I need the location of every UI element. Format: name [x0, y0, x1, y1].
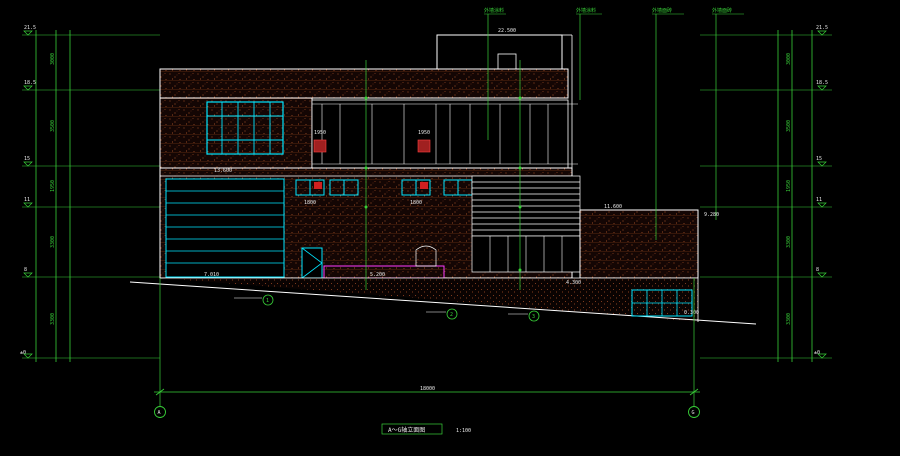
- top-floor-wall: [159, 68, 569, 99]
- drawing-scale: 1:100: [456, 428, 471, 434]
- level-label: 18.5: [24, 80, 36, 86]
- level-label: 8: [816, 267, 819, 273]
- vent-grille: [314, 182, 322, 189]
- window-grid: [206, 101, 284, 155]
- section-marker-label: 1: [266, 298, 269, 304]
- level-label: 21.5: [816, 25, 828, 31]
- right-level-markers: 21.5 18.5 15 11 8 ±0 3000 3500 1950 3300…: [700, 25, 832, 362]
- dim-label: 1950: [50, 180, 56, 192]
- window-dim-label: 1800: [410, 200, 422, 206]
- callout-label: 外墙面砖: [712, 7, 732, 14]
- dim-label: 3500: [50, 120, 56, 132]
- dim-label: 3300: [786, 236, 792, 248]
- vent-grille: [313, 139, 327, 153]
- top-callouts: 外墙涂料 外墙涂料 外墙面砖 外墙面砖: [484, 7, 744, 15]
- callout-label: 外墙面砖: [652, 7, 672, 14]
- overall-dimension-label: 18000: [420, 386, 435, 392]
- ground-elevation: 0.300: [684, 310, 699, 316]
- section-marker-label: 3: [532, 314, 535, 320]
- dim-label: 3000: [50, 53, 56, 65]
- level-label: 18.5: [816, 80, 828, 86]
- floor-elevation: 13.600: [214, 168, 232, 174]
- dim-label: 3300: [786, 313, 792, 325]
- vent-label: 1950: [314, 130, 326, 136]
- dim-label: 3500: [786, 120, 792, 132]
- louver-panel: [471, 175, 581, 237]
- section-marker-label: 2: [450, 312, 453, 318]
- middle-left-wall: [159, 97, 313, 169]
- level-label: 15: [24, 156, 30, 162]
- dim-label: 3300: [50, 236, 56, 248]
- dim-label: 3300: [50, 313, 56, 325]
- level-label: 11: [24, 197, 30, 203]
- dim-label: 3000: [786, 53, 792, 65]
- level-label: 8: [24, 267, 27, 273]
- level-label: ±0: [814, 350, 820, 356]
- callout-label: 外墙涂料: [576, 7, 596, 14]
- vent-grille: [417, 139, 431, 153]
- dim-ticks: [364, 96, 522, 272]
- vent-grille: [420, 182, 428, 189]
- annex-elevation: 11.600: [604, 204, 622, 210]
- chimney: [497, 53, 517, 70]
- right-annex-wall: [579, 209, 699, 279]
- overall-dimension: 18000: [154, 278, 700, 406]
- ground-line: [129, 281, 757, 325]
- ground-elevation: 4.300: [566, 280, 581, 286]
- drawing-title-block: A～G轴立面图 1:100: [381, 423, 471, 435]
- left-level-markers: 21.5 18.5 15 11 8 ±0 3000 3500 1950 3300…: [20, 25, 160, 362]
- callout-label: 外墙涂料: [484, 7, 504, 14]
- ground-elevation: 5.200: [370, 272, 385, 278]
- window-dim-label: 1800: [304, 200, 316, 206]
- roof-elevation: 22.500: [498, 28, 516, 34]
- side-elevation: 9.280: [704, 212, 719, 218]
- level-label: 15: [816, 156, 822, 162]
- building-elevation: 1950 1950: [129, 34, 757, 325]
- basement-hatch: [160, 278, 698, 322]
- level-label: ±0: [20, 350, 26, 356]
- dim-label: 1950: [786, 180, 792, 192]
- axis-label-right: G: [692, 410, 695, 416]
- basement-window: [631, 289, 693, 317]
- garage-elevation: 7.010: [204, 272, 219, 278]
- entry-door: [301, 247, 323, 279]
- vent-label: 1950: [418, 130, 430, 136]
- balcony-bay: [311, 99, 569, 169]
- axis-bubbles: A G: [154, 406, 700, 418]
- level-label: 21.5: [24, 25, 36, 31]
- roof-parapet: [436, 34, 563, 70]
- drawing-title: A～G轴立面图: [388, 426, 425, 434]
- section-markers: 1 2 3: [234, 294, 540, 322]
- axis-label-left: A: [158, 410, 161, 416]
- garage-door: [165, 178, 285, 278]
- level-label: 11: [816, 197, 822, 203]
